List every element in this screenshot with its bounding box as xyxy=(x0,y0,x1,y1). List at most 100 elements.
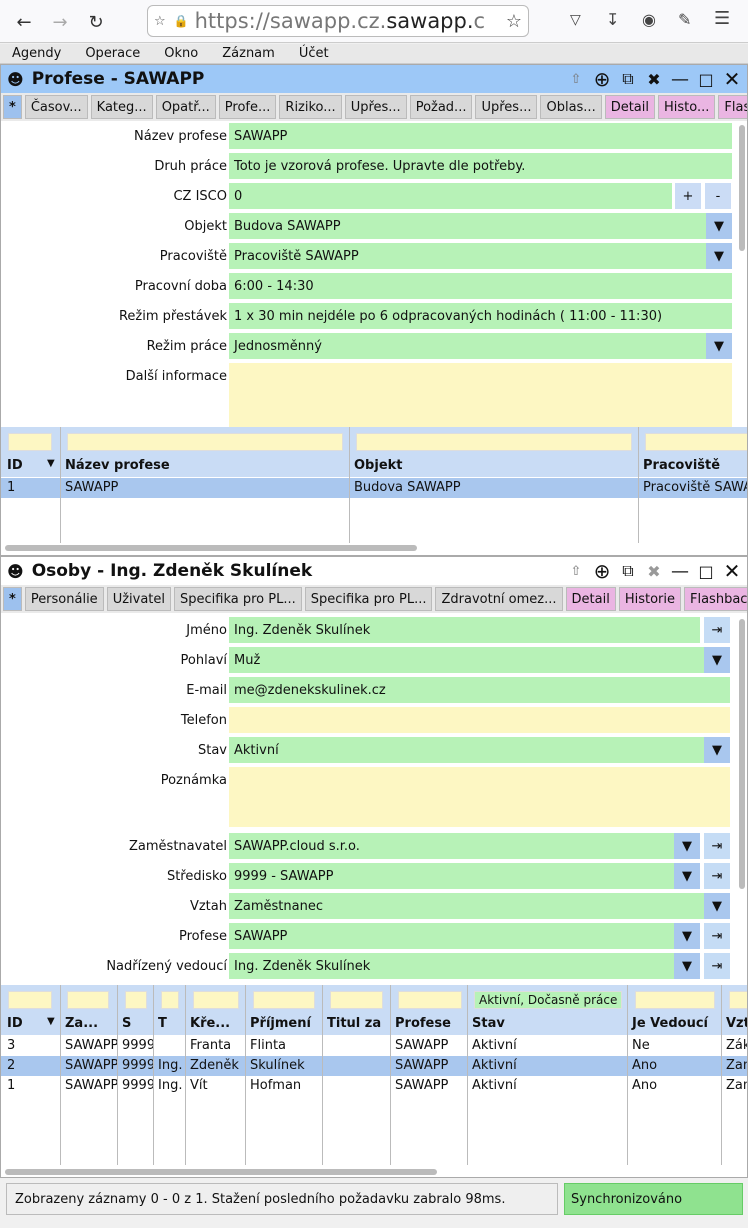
profese-tab-2[interactable]: Kateg... xyxy=(90,95,153,119)
filter-za[interactable] xyxy=(67,991,109,1009)
jmeno-open-button[interactable]: ⇥ xyxy=(704,617,730,643)
url-bar[interactable]: ☆ 🔒 https://sawapp.cz.sawapp.c ☆ xyxy=(147,5,529,37)
maximize-icon[interactable]: □ xyxy=(698,561,714,581)
download-icon[interactable]: ↧ xyxy=(606,10,620,29)
pohlavi-dropdown-button[interactable]: ▼ xyxy=(704,647,730,673)
col-nazev[interactable]: Název profese xyxy=(65,458,170,473)
profese-tab-9[interactable]: Oblas... xyxy=(540,95,602,119)
vedouci-dropdown-button[interactable]: ▼ xyxy=(674,953,700,979)
col-prijmeni[interactable]: Příjmení xyxy=(250,1016,311,1031)
vztah-dropdown-button[interactable]: ▼ xyxy=(704,893,730,919)
poznamka-field[interactable] xyxy=(229,767,730,827)
nazev-field[interactable]: SAWAPP xyxy=(229,123,732,149)
pracoviste-field[interactable]: Pracoviště SAWAPP xyxy=(229,243,706,269)
delete-record-icon[interactable]: ✖ xyxy=(647,69,661,89)
profese-tab-8[interactable]: Upřes... xyxy=(475,95,538,119)
stredisko-dropdown-button[interactable]: ▼ xyxy=(674,863,700,889)
vedouci-open-button[interactable]: ⇥ xyxy=(704,953,730,979)
stav-dropdown-button[interactable]: ▼ xyxy=(704,737,730,763)
account-icon[interactable]: ◉ xyxy=(642,10,656,29)
menu-zaznam[interactable]: Záznam xyxy=(222,46,275,61)
profese-field[interactable]: SAWAPP xyxy=(229,923,674,949)
filter-pracoviste[interactable] xyxy=(645,433,747,451)
minimize-icon[interactable]: — xyxy=(671,560,689,582)
profese-tab-5[interactable]: Riziko... xyxy=(279,95,342,119)
filter-nazev[interactable] xyxy=(67,433,343,451)
profese-tab-11[interactable]: Histo... xyxy=(658,95,716,119)
pocket-icon[interactable]: ▽ xyxy=(570,12,581,28)
col-pracoviste[interactable]: Pracoviště xyxy=(643,458,721,473)
export-icon[interactable]: ⇧ xyxy=(570,71,582,87)
profese-tab-3[interactable]: Opatř... xyxy=(155,95,216,119)
filter-id[interactable] xyxy=(8,433,52,451)
maximize-icon[interactable]: □ xyxy=(698,69,714,89)
osoby-tab-8[interactable]: Flashback xyxy=(684,587,747,611)
profese-tab-7[interactable]: Požad... xyxy=(409,95,473,119)
filter-id[interactable] xyxy=(8,991,52,1009)
profese-tab-10[interactable]: Detail xyxy=(604,95,655,119)
filter-prijmeni[interactable] xyxy=(253,991,315,1009)
profese-open-button[interactable]: ⇥ xyxy=(704,923,730,949)
pohlavi-field[interactable]: Muž xyxy=(229,647,704,673)
osoby-form-scrollbar[interactable] xyxy=(739,619,745,889)
menu-okno[interactable]: Okno xyxy=(164,46,199,61)
filter-objekt[interactable] xyxy=(356,433,632,451)
forward-icon[interactable]: → xyxy=(52,11,68,33)
col-objekt[interactable]: Objekt xyxy=(354,458,403,473)
objekt-field[interactable]: Budova SAWAPP xyxy=(229,213,706,239)
profese-grid-hscrollbar[interactable] xyxy=(5,545,417,551)
prestavky-field[interactable]: 1 x 30 min nejdéle po 6 odpracovaných ho… xyxy=(229,303,732,329)
osoby-tab-6[interactable]: Detail xyxy=(565,587,616,611)
profese-form-scrollbar[interactable] xyxy=(739,125,745,251)
osoby-tab-4[interactable]: Specifika pro PL... xyxy=(304,587,433,611)
osoby-grid-hscrollbar[interactable] xyxy=(5,1169,437,1175)
filter-vztah[interactable] xyxy=(729,991,747,1009)
vztah-field[interactable]: Zaměstnanec xyxy=(229,893,704,919)
osoby-tab-7[interactable]: Historie xyxy=(618,587,681,611)
col-stredisko[interactable]: S xyxy=(122,1016,132,1031)
col-id[interactable]: ID xyxy=(7,1016,23,1031)
table-row[interactable]: 1 SAWAPP Budova SAWAPP Pracoviště SAWAPP xyxy=(1,478,747,498)
col-je-vedouci[interactable]: Je Vedoucí xyxy=(632,1016,709,1031)
close-icon[interactable]: ✕ xyxy=(723,67,741,91)
col-profese[interactable]: Profese xyxy=(395,1016,451,1031)
col-krestni[interactable]: Kře... xyxy=(190,1016,231,1031)
bookmark-star-icon[interactable]: ☆ xyxy=(505,10,522,32)
filter-krestni[interactable] xyxy=(193,991,239,1009)
isco-plus-button[interactable]: + xyxy=(675,183,701,209)
druh-field[interactable]: Toto je vzorová profese. Upravte dle pot… xyxy=(229,153,732,179)
col-vztah[interactable]: Vzt xyxy=(726,1016,748,1031)
menu-agendy[interactable]: Agendy xyxy=(12,46,62,61)
delete-record-icon[interactable]: ✖ xyxy=(647,561,661,581)
add-record-icon[interactable]: ⊕ xyxy=(593,559,611,583)
filter-titul[interactable] xyxy=(330,991,383,1009)
reload-icon[interactable]: ↻ xyxy=(88,11,104,33)
copy-record-icon[interactable]: ⧉ xyxy=(622,69,634,88)
isco-field[interactable]: 0 xyxy=(229,183,672,209)
stredisko-field[interactable]: 9999 - SAWAPP xyxy=(229,863,674,889)
pracoviste-dropdown-button[interactable]: ▼ xyxy=(706,243,732,269)
profese-tab-6[interactable]: Upřes... xyxy=(344,95,407,119)
menu-operace[interactable]: Operace xyxy=(85,46,141,61)
rezim-dropdown-button[interactable]: ▼ xyxy=(706,333,732,359)
filter-t[interactable] xyxy=(161,991,179,1009)
extensions-icon[interactable]: ✎ xyxy=(678,10,692,29)
back-icon[interactable]: ← xyxy=(16,11,32,33)
filter-vedouci[interactable] xyxy=(635,991,715,1009)
col-titul-za[interactable]: Titul za xyxy=(327,1016,382,1031)
rezim-field[interactable]: Jednosměnný xyxy=(229,333,706,359)
zamestnavatel-field[interactable]: SAWAPP.cloud s.r.o. xyxy=(229,833,674,859)
profese-tab-1[interactable]: Časov... xyxy=(24,95,88,119)
objekt-dropdown-button[interactable]: ▼ xyxy=(706,213,732,239)
col-id[interactable]: ID xyxy=(7,458,23,473)
osoby-tab-5[interactable]: Zdravotní omez... xyxy=(435,587,563,611)
export-icon[interactable]: ⇧ xyxy=(570,563,582,579)
col-stav[interactable]: Stav xyxy=(472,1016,505,1031)
osoby-tab-3[interactable]: Specifika pro PL... xyxy=(174,587,302,611)
col-titul-pred[interactable]: T xyxy=(158,1016,167,1031)
profese-tab-4[interactable]: Profe... xyxy=(218,95,277,119)
stredisko-open-button[interactable]: ⇥ xyxy=(704,863,730,889)
